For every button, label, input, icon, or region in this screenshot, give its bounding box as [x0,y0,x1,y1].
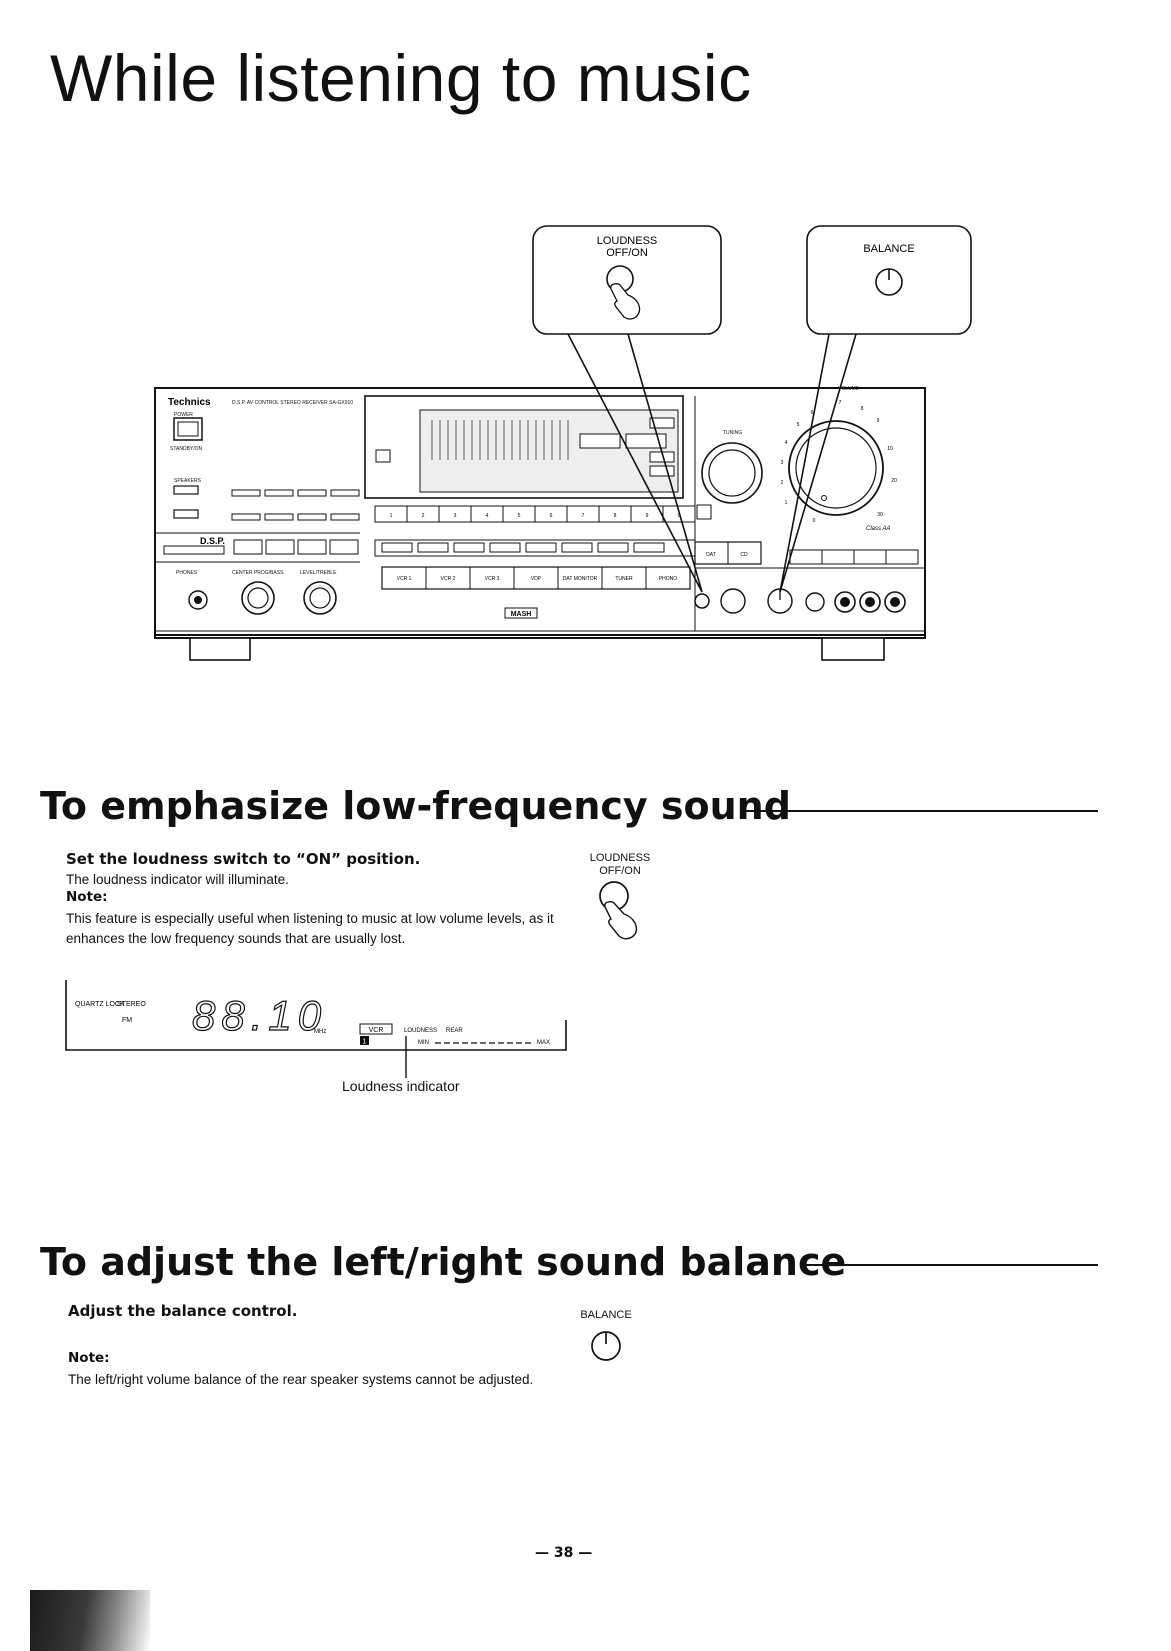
frequency-display: 88.10 [192,992,327,1039]
phones-label: PHONES [176,570,198,576]
dial-0: 0 [813,518,816,524]
balance-instruction: Adjust the balance control. [68,1302,298,1320]
input-dat-monitor[interactable]: DAT MONITOR [563,576,598,582]
loudness-instruction: Set the loudness switch to “ON” position… [66,850,421,868]
receiver-foot-left [189,637,251,661]
preset-5[interactable]: 5 [518,513,521,519]
preset-6[interactable]: 6 [550,513,553,519]
model-text: D.S.P. AV CONTROL STEREO RECEIVER SA-GX9… [232,400,353,406]
quartz-lock-label: QUARTZ LOCK [75,1001,125,1008]
loudness-button[interactable] [694,593,710,609]
loudness-button-diagram [599,881,638,940]
mhz-label: MHz [314,1029,326,1035]
speakers-b-button[interactable] [173,509,199,519]
input-tuner[interactable]: TUNER [615,576,633,582]
max-label: MAX [537,1040,550,1046]
balance-note-text: The left/right volume balance of the rea… [68,1372,534,1387]
preset-8[interactable]: 8 [614,513,617,519]
dial-1: 1 [785,500,788,506]
balance-section-heading: To adjust the left/right sound balance [40,1240,847,1284]
rear-label: REAR [446,1028,463,1034]
surround-knob[interactable] [720,588,746,614]
loudness-pointer [567,333,703,593]
fm-label: FM [122,1017,132,1024]
spectrum-analyzer [431,420,569,460]
volume-label: VOLUME [838,386,860,392]
balance-knob-diagram [591,1331,621,1361]
dial-2: 2 [781,480,784,486]
tuning-label: TUNING [723,430,742,436]
input-phono[interactable]: PHONO [659,576,677,582]
preset-3[interactable]: 3 [454,513,457,519]
standby-label: STANDBY/ON [170,446,203,452]
speakers-a-button[interactable] [173,485,199,495]
loudness-indicator-caption: Loudness indicator [342,1078,460,1094]
preset-1[interactable]: 1 [390,513,393,519]
dial-6: 6 [811,410,814,416]
heading-rule [800,1264,1098,1266]
input-vdp[interactable]: VDP [531,576,542,582]
loudness-button-label-2: OFF/ON [599,865,641,877]
cd-button[interactable]: CD [740,552,748,558]
dsp-label: D.S.P. [200,536,225,546]
av-input-jacks [834,591,906,613]
vcr-label: VCR [369,1027,384,1034]
pointing-hand-icon [604,900,638,940]
display-panel: QUARTZ LOCK STEREO FM 88.10 MHz VCR 1 LO… [65,980,567,1078]
vcr-number: 1 [363,1039,367,1046]
input-vcr1[interactable]: VCR 1 [397,576,412,582]
dial-5: 5 [797,422,800,428]
mash-badge [504,607,538,619]
class-aa-label: Class AA [866,526,890,532]
input-selector-row [381,566,691,590]
preset-9[interactable]: 9 [646,513,649,519]
preset-2[interactable]: 2 [422,513,425,519]
power-button[interactable] [173,417,203,441]
loudness-callout-label-1: LOUDNESS [597,235,658,247]
dial-20: 20 [891,478,897,484]
receiver-foot-right [821,637,885,661]
dial-9: 9 [877,418,880,424]
receiver-illustration: LOUDNESS OFF/ON BALANCE Technics D.S.P. … [154,225,972,661]
dial-30: 30 [877,512,883,518]
dial-8: 8 [861,406,864,412]
dial-3: 3 [781,460,784,466]
balance-note-label: Note: [68,1350,110,1366]
input-vcr2[interactable]: VCR 2 [441,576,456,582]
brand-logo: Technics [168,397,211,408]
preset-buttons [406,506,664,522]
balance-callout-label: BALANCE [863,243,914,255]
pointing-hand-icon [610,283,641,320]
loudness-display-label: LOUDNESS [404,1028,437,1034]
level-treble-label: LEVEL/TREBLE [300,570,337,576]
preset-7[interactable]: 7 [582,513,585,519]
center-prog-label: CENTER PROG/BASS [232,570,284,576]
preset-4[interactable]: 4 [486,513,489,519]
input-vcr3[interactable]: VCR 3 [485,576,500,582]
heading-rule [742,810,1098,812]
speakers-label: SPEAKERS [174,478,202,484]
balance-button-label: BALANCE [580,1309,632,1321]
balance-pointer [779,333,857,593]
loudness-body: The loudness indicator will illuminate. [66,872,289,887]
min-label: MIN [418,1040,429,1046]
mash-label: MASH [511,611,532,618]
page-title: While listening to music [50,41,752,115]
stereo-label: STEREO [117,1001,146,1008]
dial-4: 4 [785,440,788,446]
loudness-note-text: This feature is especially useful when l… [66,911,554,946]
dat-button[interactable]: DAT [706,552,716,558]
dial-7: 7 [839,400,842,406]
power-label: POWER [174,412,193,418]
loudness-button-label-1: LOUDNESS [589,852,651,864]
loudness-section-heading: To emphasize low-frequency sound [40,784,791,828]
scan-artifact [30,1590,150,1651]
dial-10: 10 [887,446,893,452]
preset-0[interactable]: 0 [678,513,681,519]
loudness-note-label: Note: [66,889,108,905]
loudness-callout-label-2: OFF/ON [606,247,648,259]
page-number: — 38 — [535,1545,593,1561]
